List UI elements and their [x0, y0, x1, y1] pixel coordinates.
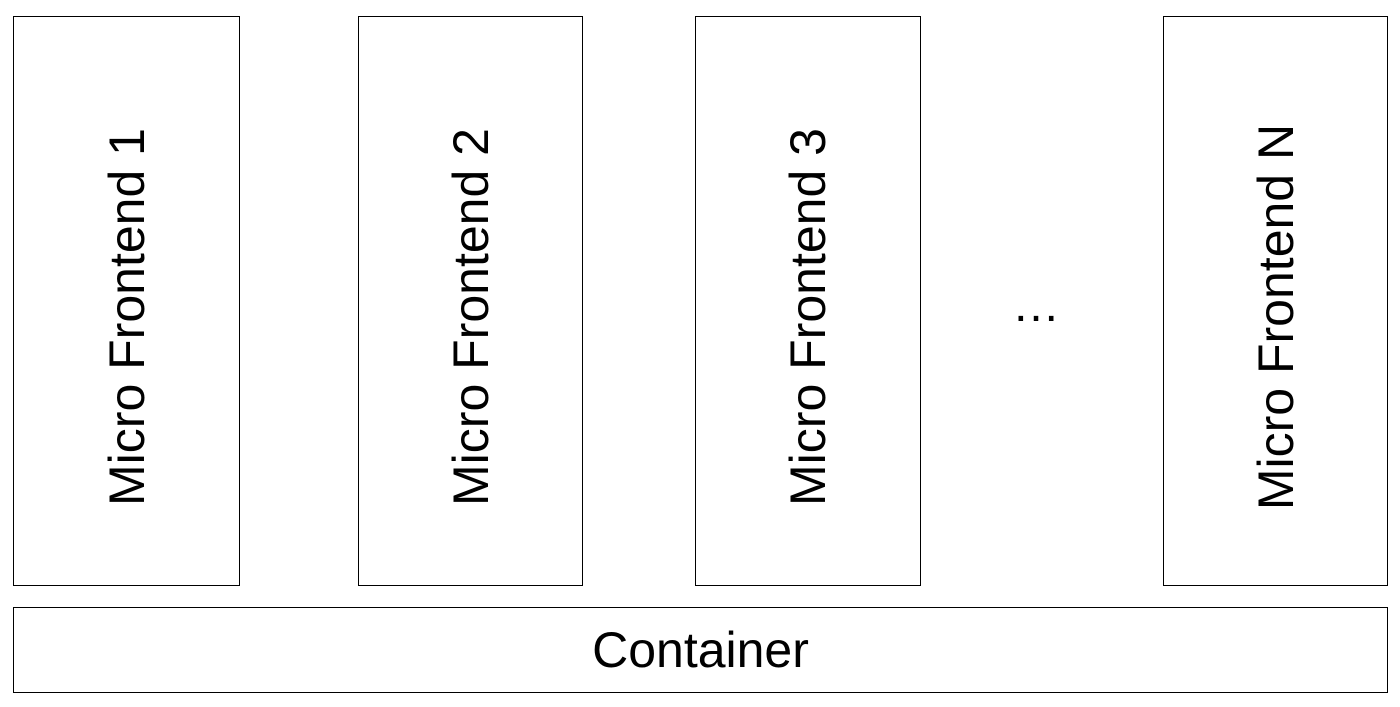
micro-frontend-2-label: Micro Frontend 2 [442, 128, 499, 506]
micro-frontend-2-box: Micro Frontend 2 [358, 16, 583, 586]
micro-frontend-1-box: Micro Frontend 1 [13, 16, 240, 586]
micro-frontend-n-box: Micro Frontend N [1163, 16, 1388, 586]
micro-frontend-3-label: Micro Frontend 3 [780, 128, 836, 506]
micro-frontend-1-label: Micro Frontend 1 [98, 128, 155, 506]
container-label: Container [592, 622, 809, 678]
container-box: Container [13, 607, 1388, 693]
micro-frontend-n-label: Micro Frontend N [1247, 123, 1304, 511]
ellipsis: … [1012, 279, 1060, 332]
micro-frontend-3-box: Micro Frontend 3 [695, 16, 921, 586]
